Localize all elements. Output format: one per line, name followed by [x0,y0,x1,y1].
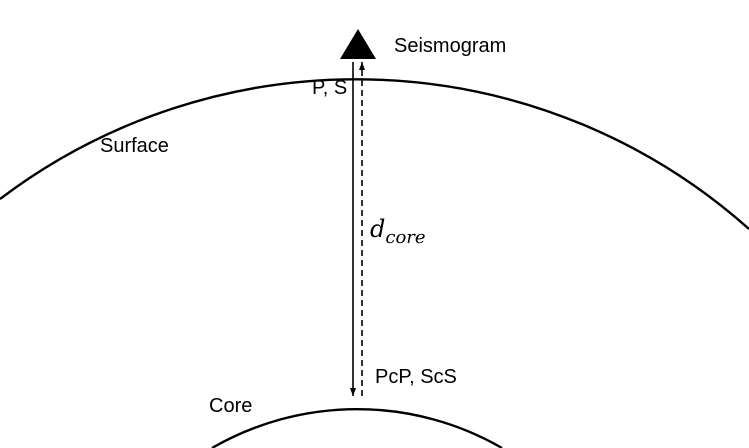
direct-phases-label: P, S [312,77,347,99]
distance-symbol: d [370,215,385,243]
triangle-station-icon [340,29,376,59]
surface-label: Surface [100,135,169,157]
core-arc [211,407,503,448]
core-label: Core [209,395,252,417]
reflected-phases-label: PcP, ScS [375,366,457,388]
surface-arc [0,78,749,230]
distance-label: dcore [370,215,426,248]
distance-subscript: core [385,227,425,248]
seismogram-label: Seismogram [394,35,506,57]
